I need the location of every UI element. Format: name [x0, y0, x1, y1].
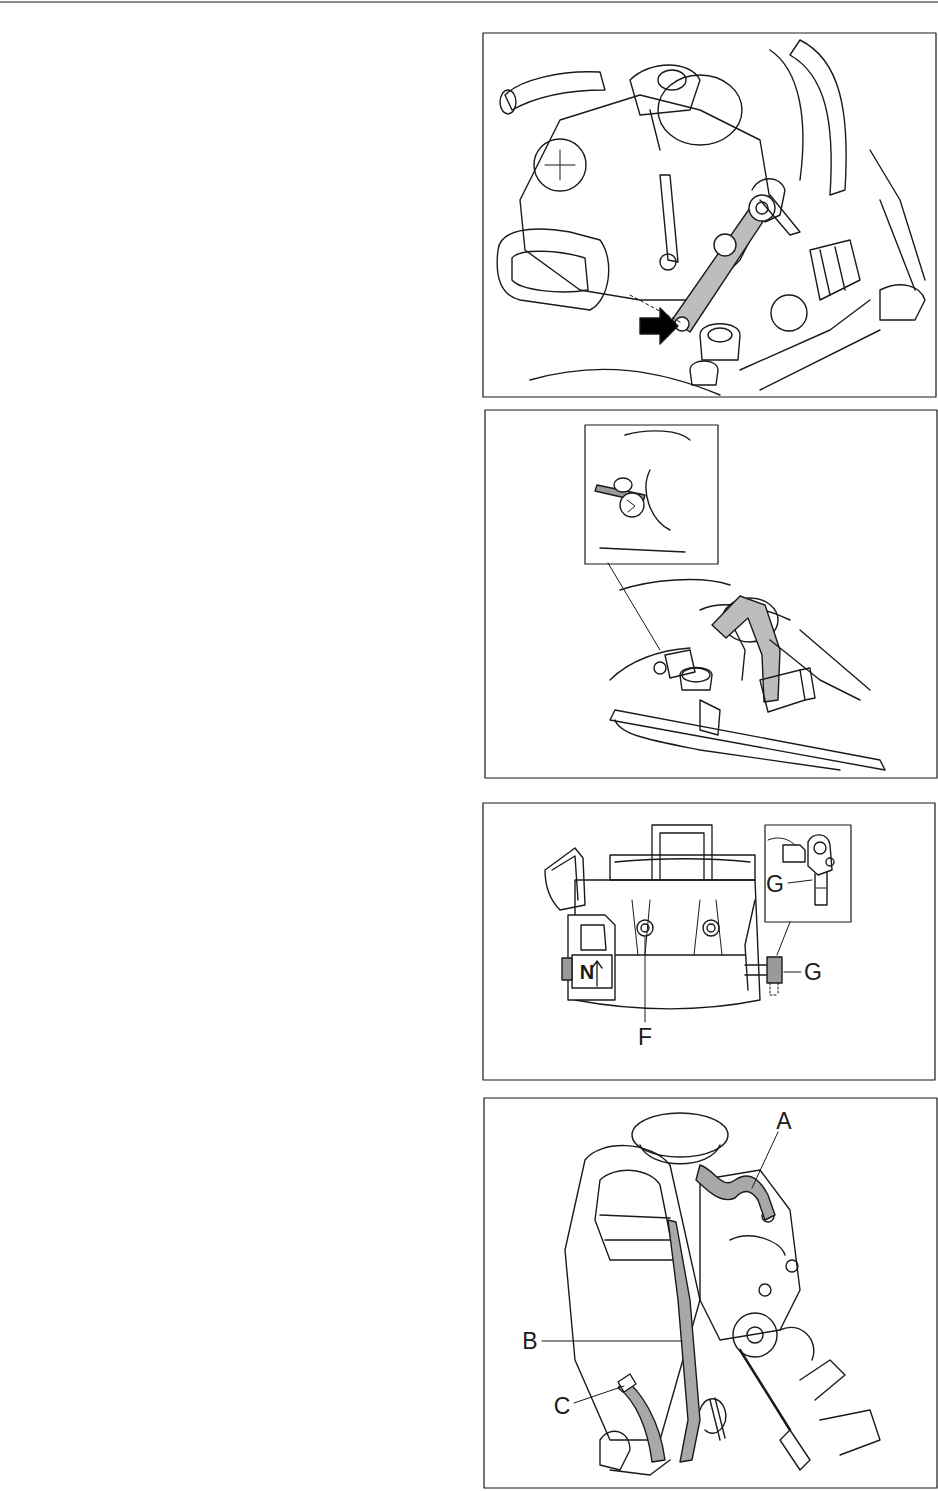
- bracket-figure: [485, 410, 937, 778]
- fuel-hose-figure: [484, 1098, 937, 1488]
- callout-letter: F: [637, 1025, 653, 1050]
- callout-letter: G: [765, 872, 785, 897]
- callout-letter: C: [553, 1394, 572, 1419]
- callout-letter: A: [775, 1109, 792, 1134]
- carburetor-figure: [483, 803, 935, 1080]
- throttle-lever-figure: [483, 33, 936, 397]
- callout-letter: G: [803, 960, 823, 985]
- part-marking: N: [579, 961, 595, 983]
- callout-letter: B: [521, 1329, 538, 1354]
- header-rule: [0, 1, 938, 2]
